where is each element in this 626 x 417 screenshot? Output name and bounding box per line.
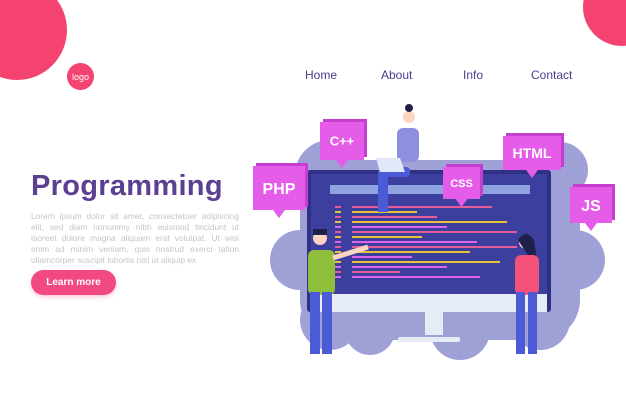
person-sitting <box>376 104 419 212</box>
bubble-html: HTML <box>503 133 564 178</box>
code-line-marker <box>335 261 341 263</box>
bubble-label: PHP <box>263 181 296 198</box>
code-line <box>352 236 422 238</box>
bubble-cpp: C++ <box>320 119 367 168</box>
code-line <box>352 256 412 258</box>
code-line-marker <box>335 251 341 253</box>
bubble-label: HTML <box>513 145 552 161</box>
logo[interactable]: logo <box>67 63 94 90</box>
bubble-js: JS <box>570 184 615 231</box>
code-line-marker <box>335 216 341 218</box>
code-line-marker <box>335 276 341 278</box>
code-line <box>352 226 447 228</box>
nav-home[interactable]: Home <box>305 68 338 82</box>
decorative-circle-top-right <box>583 0 626 46</box>
bubble-label: C++ <box>330 134 355 149</box>
bubble-label: JS <box>581 198 601 215</box>
bubble-label: CSS <box>450 178 473 190</box>
page-title: Programming <box>31 170 223 202</box>
nav-info[interactable]: Info <box>463 68 484 82</box>
code-line <box>352 221 507 223</box>
code-line-marker <box>335 246 341 248</box>
decorative-circle-top-left <box>0 0 67 80</box>
code-line-marker <box>335 236 341 238</box>
person-woman <box>515 234 539 354</box>
monitor <box>307 170 551 342</box>
code-line <box>352 216 437 218</box>
code-line-marker <box>335 241 341 243</box>
person-man <box>308 229 369 354</box>
code-line <box>352 231 517 233</box>
code-line <box>352 271 400 273</box>
code-line-marker <box>335 231 341 233</box>
code-line <box>352 241 477 243</box>
hero-description: Lorem ipsum dolor sit amet, consectetuer… <box>31 211 239 265</box>
bubble-css: CSS <box>443 164 483 207</box>
code-line <box>352 246 517 248</box>
learn-more-button[interactable]: Learn more <box>31 270 116 295</box>
bubble-php: PHP <box>253 163 308 218</box>
code-line-marker <box>335 226 341 228</box>
code-line-marker <box>335 211 341 213</box>
code-line-marker <box>335 221 341 223</box>
code-line <box>352 261 500 263</box>
code-line <box>352 276 480 278</box>
nav-about[interactable]: About <box>381 68 413 82</box>
code-line-marker <box>335 266 341 268</box>
code-line-marker <box>335 206 341 208</box>
code-line <box>352 206 492 208</box>
code-line-marker <box>335 271 341 273</box>
nav-contact[interactable]: Contact <box>531 68 573 82</box>
code-line <box>352 251 470 253</box>
code-line <box>352 266 447 268</box>
